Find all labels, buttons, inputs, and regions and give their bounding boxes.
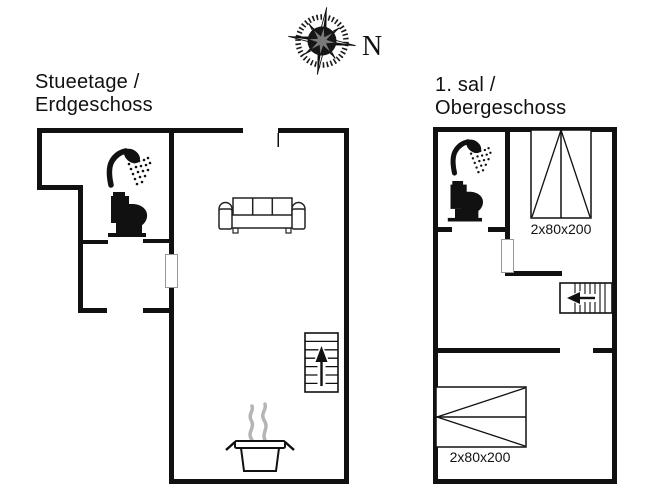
bed-size-label-top: 2x80x200 [530, 221, 592, 237]
stairs-up-arrow [312, 342, 331, 388]
door-opening [165, 254, 178, 288]
ground-floor-title-line1: Stueetage / [35, 71, 140, 93]
compass-north-label: N [362, 31, 383, 62]
ground-floor-walls [37, 128, 349, 484]
stove-pot-icon [225, 402, 295, 472]
upper-floor-title-line1: 1. sal / [435, 74, 496, 96]
sofa-icon [218, 197, 306, 234]
shower-icon [109, 146, 151, 186]
compass-rose [288, 7, 356, 75]
door-opening [501, 239, 514, 273]
ground-floor-plan [37, 128, 349, 484]
double-bed-icon-top [530, 129, 592, 219]
ground-floor-title-line2: Erdgeschoss [35, 94, 153, 116]
upper-floor-plan [433, 127, 617, 484]
upper-floor-title-line2: Obergeschoss [435, 97, 567, 119]
staircase-up-icon [304, 332, 339, 393]
staircase-down-icon [559, 282, 613, 314]
double-bed-icon-bottom [435, 386, 527, 448]
compass-center-star [309, 28, 335, 54]
shower-icon [453, 137, 492, 173]
upper-floor-walls [433, 127, 617, 484]
toilet-icon [447, 181, 483, 222]
toilet-icon [108, 192, 148, 237]
stairs-down-arrow [563, 290, 597, 306]
upper-floor-title: 1. sal / Obergeschoss [435, 74, 566, 120]
steam [248, 402, 268, 444]
ground-floor-title: Stueetage / Erdgeschoss [35, 71, 153, 117]
bed-size-label-bottom: 2x80x200 [449, 449, 511, 465]
